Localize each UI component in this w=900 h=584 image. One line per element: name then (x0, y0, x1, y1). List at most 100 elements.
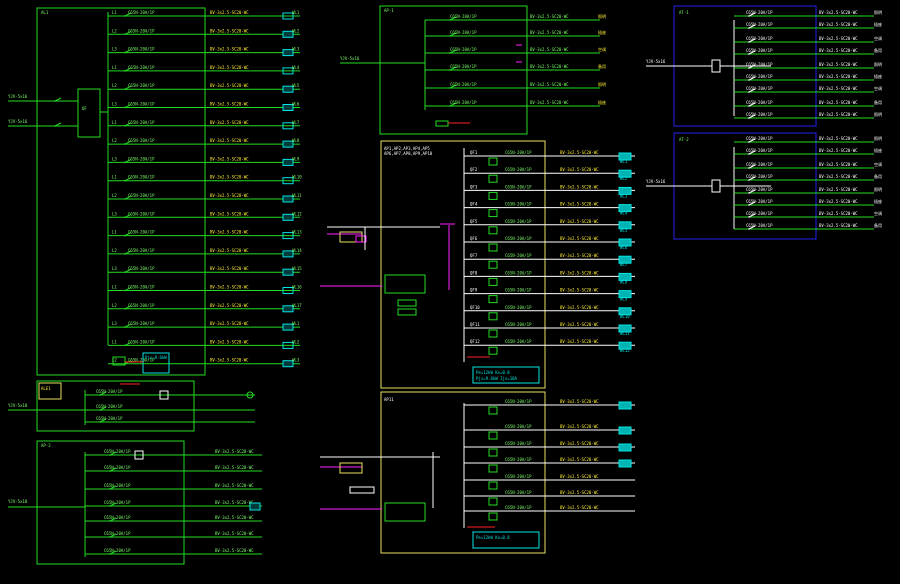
load-device-13 (282, 232, 294, 240)
phase-label: L1 (112, 10, 117, 15)
motor-spec: BV-3x2.5-SC20-WC (560, 322, 599, 327)
ats-breaker: C65N-20A/1P (746, 74, 773, 79)
motor-bottom-spec: BV-3x2.5-SC20-WC (560, 441, 599, 446)
circuit-spec: BV-3x2.5-SC20-WC (210, 230, 249, 235)
panel-ats_upper_right-tag: AT-1 (679, 10, 689, 15)
motor-load-11 (618, 324, 632, 333)
motor-bottom-contactor-4 (488, 464, 498, 473)
ats-breaker: C65N-20A/1P (746, 48, 773, 53)
ats-breaker: C65N-20A/1P (746, 148, 773, 153)
center-top-spec: BV-3x2.5-SC20-WC (530, 82, 569, 87)
motor-contactor-4 (488, 209, 498, 218)
motor-bottom-rating: C65N-20A/1P (505, 457, 532, 462)
motor-bottom-legend-1: Pe=12kW Kx=0.8 (476, 535, 510, 540)
motor-bottom-contactor-1 (488, 406, 498, 415)
load-device-17 (282, 305, 294, 313)
breaker-pivot (124, 234, 126, 237)
circuit-spec: BV-3x2.5-SC20-WC (210, 156, 249, 161)
breaker-pivot (109, 505, 111, 507)
motor-load-tag: WL10 (620, 314, 630, 319)
panel-small-tag-box (38, 382, 62, 400)
phase-label: L2 (112, 303, 117, 308)
motor-bottom-spec: BV-3x2.5-SC20-WC (560, 457, 599, 462)
motor-bottom-rating: C65N-20A/1P (505, 505, 532, 510)
breaker-contact (124, 67, 132, 72)
motor-bottom-rating: C65N-20A/1P (505, 441, 532, 446)
motor-load-2 (618, 169, 632, 178)
breaker-contact (748, 50, 756, 55)
breaker-pivot (124, 216, 126, 219)
breaker-contact (449, 32, 457, 37)
breaker-pivot (124, 106, 126, 109)
breaker-pivot (124, 326, 126, 328)
motor-breaker-rating: C65N-20A/1P (505, 322, 532, 327)
breaker-contact (99, 391, 107, 396)
breaker-pivot (124, 161, 126, 164)
ats-spec: BV-3x2.5-SC20-WC (819, 22, 858, 27)
motor-spec: BV-3x2.5-SC20-WC (560, 236, 599, 241)
load-device-8 (282, 140, 294, 148)
breaker-pivot (748, 27, 750, 29)
breaker-pivot (748, 15, 750, 17)
breaker-contact (124, 268, 132, 273)
load-tag: WL12 (292, 211, 302, 216)
breaker-contact (109, 550, 117, 555)
breaker-contact (449, 84, 457, 89)
motor-load-tag: WL1 (620, 159, 628, 164)
motor-load-3 (618, 186, 632, 195)
phase-label: L3 (112, 211, 117, 216)
breaker-rating: C65N-20A/1P (128, 65, 155, 70)
breaker-pivot (748, 192, 750, 194)
breaker-pivot (748, 216, 750, 218)
breaker-pivot (99, 394, 101, 396)
motor-spec: BV-3x2.5-SC20-WC (560, 270, 599, 275)
motor-breaker-rating: C65N-20A/1P (505, 253, 532, 258)
motor-breaker-tag: QF12 (470, 339, 480, 344)
motor-spec: BV-3x2.5-SC20-WC (560, 202, 599, 207)
breaker-pivot (124, 125, 126, 127)
breaker-contact (109, 502, 117, 507)
breaker-rating: C65N-20A/1P (128, 120, 155, 125)
ats-dest: 备用 (874, 99, 882, 105)
lower-left-spec: BV-3x2.5-SC20-WC (215, 465, 254, 470)
center-top-incoming: YJV-5x16 (340, 56, 360, 61)
breaker-contact (124, 104, 132, 108)
breaker-pivot (748, 141, 750, 143)
motor-aux-box-2 (397, 308, 417, 316)
motor-breaker-rating: C65N-20A/1P (505, 184, 532, 189)
legend-box-main (142, 352, 170, 374)
lower-left-breaker: C65N-20A/1P (104, 483, 131, 488)
motor-load-8 (618, 272, 632, 281)
motor-load-7 (618, 255, 632, 264)
circuit-spec: BV-3x2.5-SC20-WC (210, 266, 249, 271)
breaker-rating: C65N-20A/1P (128, 339, 155, 344)
circuit-spec: BV-3x2.5-SC20-WC (210, 120, 249, 125)
panel-center-top-tag: AP-1 (384, 8, 394, 13)
load-device-18 (282, 323, 294, 331)
center-top-breaker: C65N-20A/1P (450, 82, 477, 87)
breaker-contact (124, 232, 132, 237)
load-device-5 (282, 85, 294, 93)
center-top-dest: 照明 (598, 82, 606, 87)
load-tag: WL16 (292, 285, 302, 290)
motor-spec: BV-3x2.5-SC20-WC (560, 150, 599, 155)
load-tag: WL11 (292, 193, 302, 198)
motor-bottom-spec: BV-3x2.5-SC20-WC (560, 474, 599, 479)
phase-label: L2 (112, 248, 117, 253)
motor-load-tag: WL2 (620, 176, 628, 181)
panel-small-left (36, 380, 195, 432)
ats-dest: 照明 (874, 112, 882, 117)
load-device-3 (282, 49, 294, 57)
lower-left-breaker: C65N-20A/1P (104, 449, 131, 454)
motor-breaker-tag: QF3 (470, 184, 478, 189)
breaker-rating: C65N-20A/1P (128, 175, 155, 180)
ats-breaker: C65N-20A/1P (746, 10, 773, 15)
load-tag: WL1 (292, 321, 300, 326)
ats-dest: 备用 (874, 173, 882, 179)
legend-main-text: Pjs=9.6kW (145, 355, 167, 360)
motor-bottom-header: AP11 (384, 397, 394, 402)
small-left-breaker: C65N-20A/1P (96, 416, 123, 421)
circuit-spec: BV-3x2.5-SC20-WC (210, 28, 249, 33)
circuit-spec: BV-3x2.5-SC20-WC (210, 211, 249, 216)
breaker-contact (748, 24, 756, 29)
